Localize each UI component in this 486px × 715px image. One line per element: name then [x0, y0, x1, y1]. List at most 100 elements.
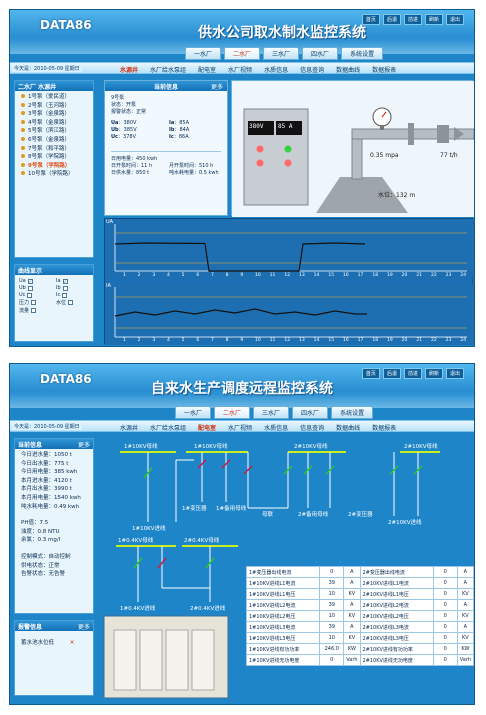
- x-tick-label: 4: [167, 273, 170, 278]
- table-cell: 1#10KV进线无功电度: [245, 654, 321, 666]
- x-tick-label: 9: [240, 273, 244, 278]
- nav-item-curves[interactable]: 数据曲线: [336, 425, 361, 432]
- table-cell: 0: [432, 566, 458, 578]
- tab-plant-2[interactable]: 二水厂: [214, 406, 251, 419]
- curve-option[interactable]: Ub: [19, 285, 52, 291]
- refresh-link[interactable]: 刷新: [424, 368, 443, 379]
- more-link[interactable]: 更多: [77, 442, 90, 449]
- more-link[interactable]: 更多: [210, 84, 223, 91]
- curve-option[interactable]: Ic: [56, 292, 89, 298]
- well-item[interactable]: 10号泵（学院路）: [21, 170, 87, 179]
- checkbox-icon[interactable]: [68, 300, 74, 305]
- ton-power: 吨水耗电量：0.5 kwh: [169, 170, 219, 176]
- curve-option[interactable]: Uc: [19, 292, 52, 298]
- x-tick-label: 10: [255, 338, 261, 343]
- checkbox-icon[interactable]: [27, 285, 33, 291]
- refresh-link[interactable]: 刷新: [424, 14, 443, 25]
- x-tick-label: 16: [343, 273, 349, 278]
- lv-bus-2-label: 2#0.4KV母线: [184, 538, 220, 544]
- curve-option[interactable]: 水位: [56, 299, 89, 306]
- x-tick-label: 6: [196, 338, 200, 343]
- alarm-more-link[interactable]: 更多: [77, 624, 90, 631]
- checkbox-icon[interactable]: [31, 308, 37, 313]
- x-tick-label: 6: [196, 273, 200, 278]
- exit-link[interactable]: 退出: [445, 14, 464, 25]
- tab-plant-2[interactable]: 二水厂: [224, 47, 261, 60]
- nav-item-wells[interactable]: 水源井: [120, 425, 139, 432]
- nav-item-reports[interactable]: 数据报表: [372, 67, 397, 74]
- nav-item-query[interactable]: 信息查询: [300, 67, 325, 74]
- nav-item-water-quality[interactable]: 水质信息: [264, 425, 289, 432]
- nav-item-video[interactable]: 水厂视频: [228, 67, 253, 74]
- checkbox-icon[interactable]: [62, 285, 68, 291]
- well-status-icon: [21, 119, 25, 124]
- checkbox-icon[interactable]: [62, 292, 68, 298]
- home-link[interactable]: 首页: [361, 14, 380, 25]
- home-link[interactable]: 首页: [361, 368, 380, 379]
- tab-plant-3[interactable]: 三水厂: [253, 406, 290, 419]
- current-info-header: 当前信息 更多: [15, 439, 93, 449]
- well-status-icon: [21, 111, 25, 116]
- well-item[interactable]: 6号泵（金泉路）: [21, 136, 87, 145]
- tab-plant-1[interactable]: 一水厂: [175, 406, 212, 419]
- nav-item-pumps[interactable]: 水厂给水泵组: [150, 425, 187, 432]
- back-link[interactable]: 后退: [382, 368, 401, 379]
- table-cell: A: [456, 599, 474, 611]
- nav-bar: 今天是：2010-05-09 星期日 水源井 水厂给水泵组 配电室 水厂视频 水…: [10, 420, 474, 432]
- exit-link[interactable]: 退出: [445, 368, 464, 379]
- back-link[interactable]: 后退: [382, 14, 401, 25]
- close-icon[interactable]: ✕: [69, 640, 75, 646]
- nav-item-curves[interactable]: 数据曲线: [336, 67, 361, 74]
- checkbox-icon[interactable]: [27, 292, 33, 298]
- nav-item-power-room[interactable]: 配电室: [198, 425, 217, 432]
- nav-item-query[interactable]: 信息查询: [300, 425, 325, 432]
- stat-line: 本月进水量：4120 t: [21, 477, 72, 484]
- table-cell: 1#10KV进线L3电流: [245, 621, 321, 633]
- well-item[interactable]: 7号泵（和平路）: [21, 145, 87, 154]
- well-item[interactable]: 2号泵（玉河路）: [21, 102, 87, 111]
- nav-item-wells[interactable]: 水源井: [120, 67, 139, 74]
- page-title: 供水公司取水制水监控系统: [198, 25, 366, 41]
- nav-item-video[interactable]: 水厂视频: [228, 425, 253, 432]
- checkbox-icon[interactable]: ✓: [62, 278, 68, 284]
- well-item[interactable]: 1号泵（爱民道）: [21, 93, 87, 102]
- nav-item-reports[interactable]: 数据报表: [372, 425, 397, 432]
- tab-plant-1[interactable]: 一水厂: [185, 47, 222, 60]
- table-cell: A: [456, 577, 474, 589]
- well-item[interactable]: 9号泵（学院路）: [21, 162, 87, 171]
- well-item[interactable]: 3号泵（金泉路）: [21, 110, 87, 119]
- well-item[interactable]: 8号泵（学院路）: [21, 153, 87, 162]
- nav-item-power-room[interactable]: 配电室: [198, 67, 217, 74]
- checkbox-icon[interactable]: [31, 300, 37, 305]
- forward-link[interactable]: 前进: [403, 14, 422, 25]
- curve-option[interactable]: 压力: [19, 299, 52, 306]
- well-item[interactable]: 5号泵（滨江路）: [21, 127, 87, 136]
- forward-link[interactable]: 前进: [403, 368, 422, 379]
- nav-item-pumps[interactable]: 水厂给水泵组: [150, 67, 187, 74]
- curve-option[interactable]: Ia✓: [56, 278, 68, 284]
- x-tick-label: 15: [328, 273, 335, 278]
- curve-option[interactable]: Ib: [56, 285, 89, 291]
- tab-plant-4[interactable]: 四水厂: [292, 406, 329, 419]
- tab-system-settings[interactable]: 系统设置: [331, 406, 374, 419]
- alarm-header: 报警信息 更多: [15, 621, 93, 631]
- curve-option[interactable]: 流量: [19, 307, 52, 314]
- x-tick-label: 14: [313, 338, 320, 343]
- tab-plant-3[interactable]: 三水厂: [263, 47, 300, 60]
- x-tick-label: 1: [123, 338, 126, 343]
- table-cell: 1#10KV进线L2电压: [245, 610, 321, 622]
- well-item[interactable]: 4号泵（金泉路）: [21, 119, 87, 128]
- x-tick-label: 14: [313, 273, 320, 278]
- checkbox-icon[interactable]: ✓: [27, 278, 33, 284]
- bus-2b-label: 2#10KV母线: [404, 444, 438, 450]
- tab-plant-4[interactable]: 四水厂: [302, 47, 339, 60]
- tab-system-settings[interactable]: 系统设置: [341, 47, 384, 60]
- nav-item-water-quality[interactable]: 水质信息: [264, 67, 289, 74]
- table-cell: KW: [456, 643, 474, 655]
- table-cell: 0: [432, 610, 458, 622]
- curve-option[interactable]: Ua✓: [19, 278, 33, 284]
